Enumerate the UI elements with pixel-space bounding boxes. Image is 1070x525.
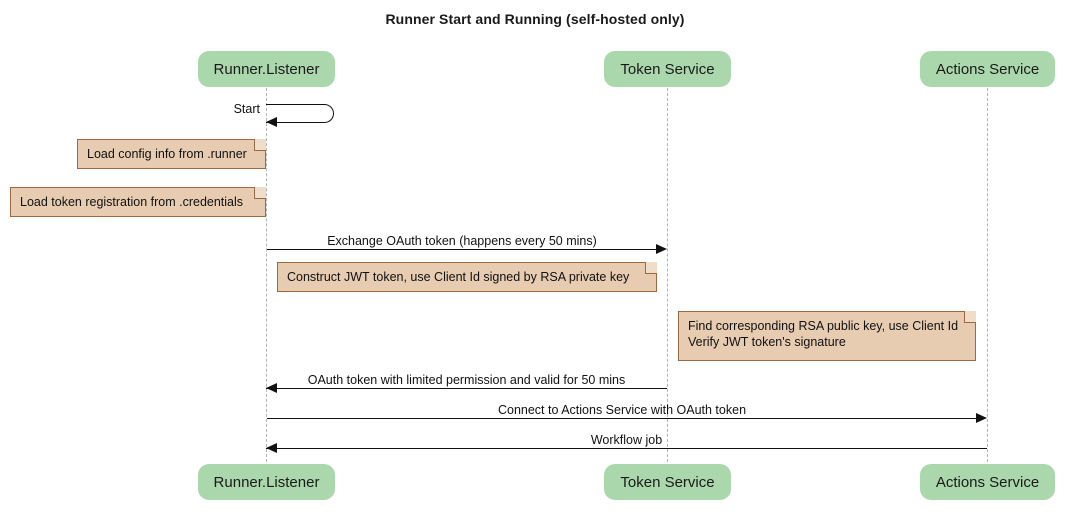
participant-runner-listener-bottom[interactable]: Runner.Listener: [198, 464, 335, 500]
message-workflow-job-label: Workflow job: [590, 433, 663, 447]
note-fold-corner-icon: [254, 139, 266, 151]
message-connect-actions-service-line: [267, 418, 977, 419]
note-text: Load config info from .runner: [87, 147, 247, 161]
note-verify-jwt-signature: Find corresponding RSA public key, use C…: [678, 311, 976, 361]
note-text: Load token registration from .credential…: [20, 195, 244, 209]
diagram-title: Runner Start and Running (self-hosted on…: [385, 11, 685, 27]
self-message-start-arrowhead: [266, 117, 277, 127]
participant-token-service-bottom[interactable]: Token Service: [604, 464, 731, 500]
message-connect-actions-service-arrowhead: [976, 412, 987, 423]
participant-token-service-top[interactable]: Token Service: [604, 51, 731, 87]
participant-label: Actions Service: [935, 473, 1040, 491]
participant-label: Token Service: [620, 473, 715, 491]
message-oauth-token-return-line: [266, 388, 667, 389]
participant-label: Runner.Listener: [213, 60, 320, 78]
message-exchange-oauth-token-label: Exchange OAuth token (happens every 50 m…: [327, 234, 597, 248]
participant-actions-service-bottom[interactable]: Actions Service: [920, 464, 1055, 500]
participant-label: Runner.Listener: [213, 473, 320, 491]
note-load-token-registration: Load token registration from .credential…: [10, 187, 266, 217]
message-workflow-job-arrowhead: [266, 442, 277, 453]
message-connect-actions-service-label: Connect to Actions Service with OAuth to…: [497, 403, 747, 417]
lifeline-token-service: [667, 88, 668, 462]
note-fold-corner-icon: [254, 187, 266, 199]
participant-label: Actions Service: [935, 60, 1040, 78]
lifeline-actions-service: [987, 88, 988, 462]
note-load-config-info: Load config info from .runner: [77, 139, 266, 169]
self-message-start-loop: [266, 104, 334, 123]
note-construct-jwt-token: Construct JWT token, use Client Id signe…: [277, 262, 657, 292]
note-fold-corner-icon: [964, 311, 976, 323]
participant-actions-service-top[interactable]: Actions Service: [920, 51, 1055, 87]
participant-runner-listener-top[interactable]: Runner.Listener: [198, 51, 335, 87]
message-exchange-oauth-token-arrowhead: [656, 243, 667, 254]
message-oauth-token-return-arrowhead: [266, 382, 277, 393]
message-exchange-oauth-token-line: [267, 249, 657, 250]
message-workflow-job-line: [266, 448, 987, 449]
self-message-start-label: Start: [233, 102, 260, 116]
message-oauth-token-return-label: OAuth token with limited permission and …: [307, 373, 626, 387]
lifeline-runner-listener: [266, 88, 267, 462]
note-text: Construct JWT token, use Client Id signe…: [287, 270, 630, 284]
note-fold-corner-icon: [645, 262, 657, 274]
participant-label: Token Service: [620, 60, 715, 78]
note-text: Find corresponding RSA public key, use C…: [688, 319, 959, 349]
